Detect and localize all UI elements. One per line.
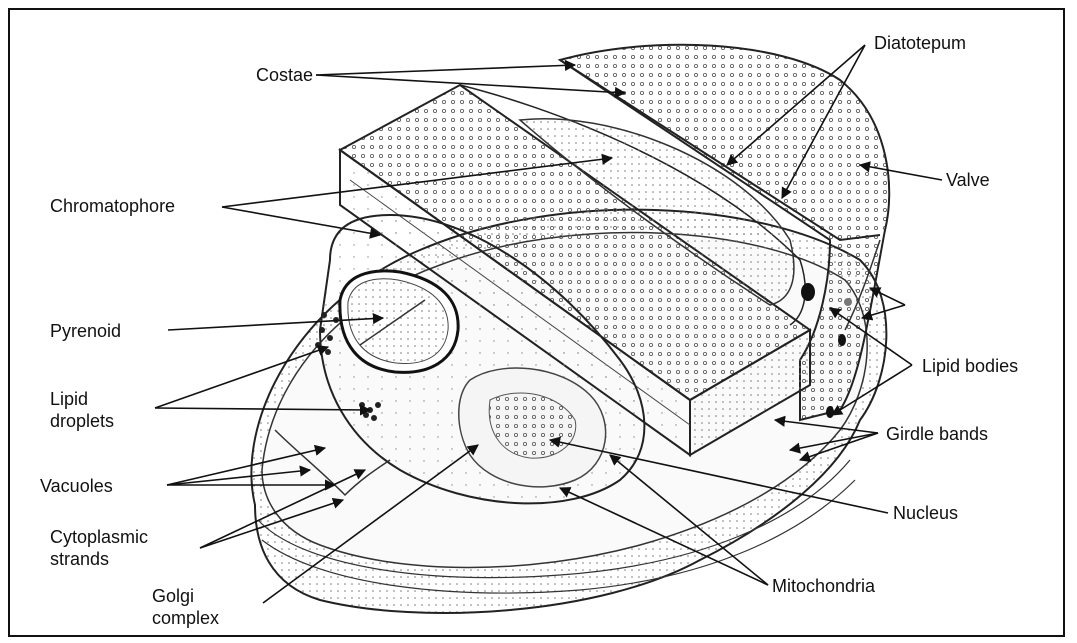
label-lipid-bodies: Lipid bodies (922, 355, 1018, 377)
label-lipid-droplets: Lipid droplets (50, 388, 114, 432)
label-cytoplasmic-strands-line1: Cytoplasmic (50, 526, 148, 548)
label-valve: Valve (946, 169, 990, 191)
label-mitochondria: Mitochondria (772, 575, 875, 597)
label-lipid-droplets-line2: droplets (50, 410, 114, 432)
label-golgi-complex: Golgi complex (152, 585, 219, 629)
label-golgi-line1: Golgi (152, 585, 219, 607)
label-cytoplasmic-strands-line2: strands (50, 548, 148, 570)
label-chromatophore: Chromatophore (50, 195, 175, 217)
label-pyrenoid: Pyrenoid (50, 320, 121, 342)
label-diatotepum: Diatotepum (874, 32, 966, 54)
label-costae: Costae (256, 64, 313, 86)
label-cytoplasmic-strands: Cytoplasmic strands (50, 526, 148, 570)
label-nucleus: Nucleus (893, 502, 958, 524)
label-girdle-bands: Girdle bands (886, 423, 988, 445)
label-lipid-droplets-line1: Lipid (50, 388, 114, 410)
label-golgi-line2: complex (152, 607, 219, 629)
label-vacuoles: Vacuoles (40, 475, 113, 497)
